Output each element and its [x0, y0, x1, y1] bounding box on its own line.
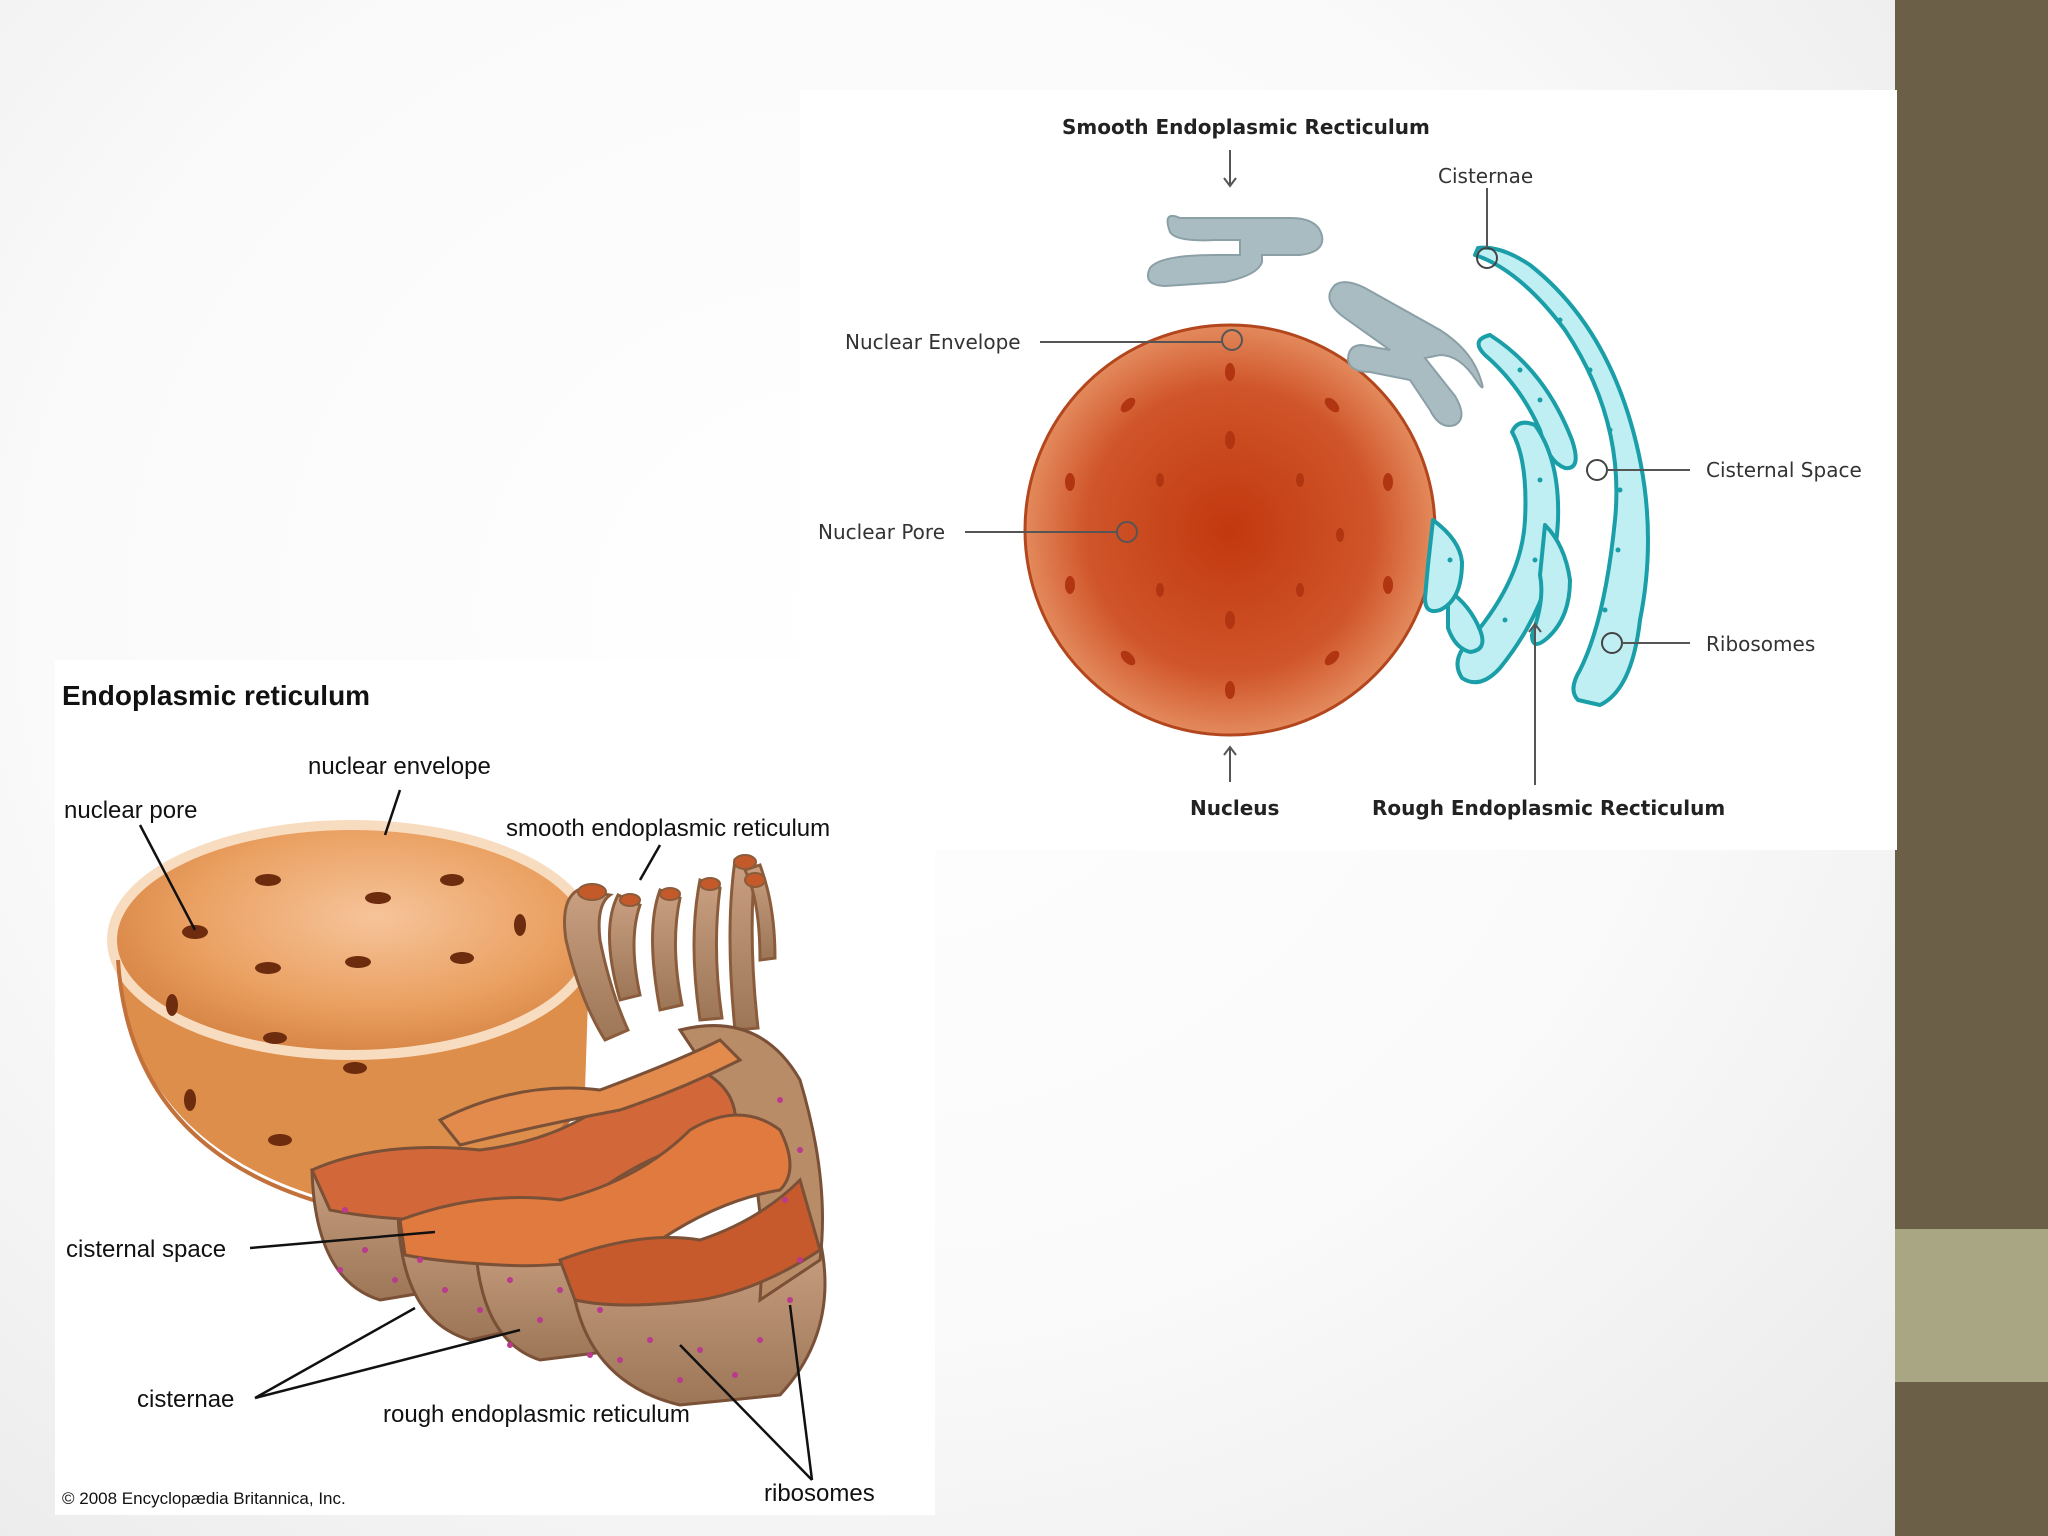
nuclear-pores: [166, 874, 526, 1146]
label-cisternal-space-bottom: cisternal space: [66, 1236, 227, 1263]
rough-er-shape: [1423, 245, 1650, 707]
label-nuclear-pore-bottom: nuclear pore: [64, 797, 198, 824]
nuclear-pore-dots: [1065, 363, 1393, 699]
label-rough-er-bottom: rough endoplasmic reticulum: [383, 1401, 690, 1428]
rough-er-ribosomes: [337, 1097, 803, 1383]
label-cisternae-top: Cisternae: [1438, 164, 1534, 188]
label-ribosomes-bottom: ribosomes: [764, 1480, 875, 1507]
label-nuclear-envelope-top: Nuclear Envelope: [845, 330, 1021, 354]
label-ribosomes-top: Ribosomes: [1706, 632, 1816, 656]
smooth-er-tube-openings: [577, 854, 766, 907]
top-leader-lines: [965, 150, 1690, 785]
label-rough-er-top: Rough Endoplasmic Recticulum: [1372, 796, 1726, 820]
smooth-er-shape: [1146, 214, 1484, 427]
rough-er-ribosome-dots: [1447, 317, 1623, 623]
decorative-side-accent: [1895, 1229, 2048, 1382]
label-cisternae-bottom: cisternae: [137, 1386, 235, 1413]
rough-er-stacks: [310, 1024, 827, 1407]
label-smooth-er-top: Smooth Endoplasmic Recticulum: [1062, 115, 1430, 139]
copyright-notice: © 2008 Encyclopædia Britannica, Inc.: [62, 1489, 346, 1508]
label-nucleus-top: Nucleus: [1190, 796, 1280, 820]
label-nuclear-pore-top: Nuclear Pore: [818, 520, 946, 544]
label-nuclear-envelope-bottom: nuclear envelope: [308, 753, 491, 780]
label-cisternal-space-top: Cisternal Space: [1706, 458, 1862, 482]
smooth-er-tubules: [563, 858, 777, 1042]
bottom-diagram-title: Endoplasmic reticulum: [62, 680, 371, 711]
bottom-leader-lines: [138, 789, 814, 1481]
label-smooth-er-bottom: smooth endoplasmic reticulum: [506, 815, 831, 842]
